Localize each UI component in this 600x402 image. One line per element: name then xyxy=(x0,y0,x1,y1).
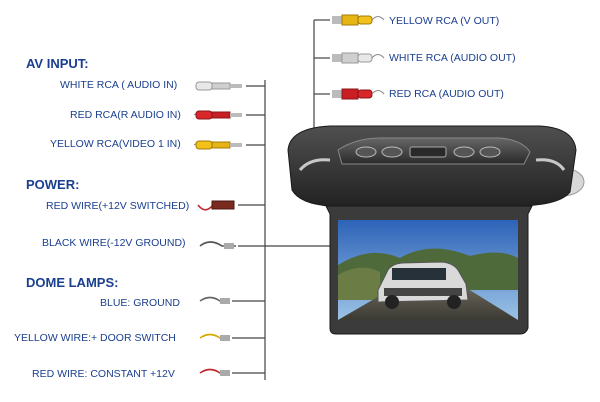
overhead-monitor xyxy=(287,125,585,335)
white-rca-audio-out-label: WHITE RCA (AUDIO OUT) xyxy=(389,52,516,64)
dome-lamps-heading: DOME LAMPS: xyxy=(26,275,119,290)
black-ground-wire xyxy=(199,241,236,249)
blue-ground-label: BLUE: GROUND xyxy=(100,297,180,309)
red-rca-connector-in xyxy=(193,110,242,120)
red-rca-audio-in-label: RED RCA(R AUDIO IN) xyxy=(70,109,181,121)
yellow-rca-v-out-label: YELLOW RCA (V OUT) xyxy=(389,15,500,27)
red-rca-connector-out xyxy=(332,88,385,100)
right-bus-wire xyxy=(313,19,330,140)
screen-image xyxy=(338,220,518,320)
yellow-door-wire xyxy=(199,333,230,341)
red-power-wire xyxy=(197,200,235,211)
yellow-rca-connector-out xyxy=(332,14,385,26)
red-wire-switched-label: RED WIRE(+12V SWITCHED) xyxy=(46,200,190,212)
red-constant-label: RED WIRE: CONSTANT +12V xyxy=(32,368,175,380)
yellow-rca-connector-in xyxy=(193,140,242,150)
white-rca-connector-in xyxy=(195,81,242,91)
white-rca-connector-out xyxy=(332,52,385,64)
yellow-rca-video-in-label: YELLOW RCA(VIDEO 1 IN) xyxy=(50,138,181,150)
power-heading: POWER: xyxy=(26,177,80,192)
left-bus-wire xyxy=(232,80,338,380)
yellow-door-switch-label: YELLOW WIRE:+ DOOR SWITCH xyxy=(14,332,176,344)
red-constant-wire xyxy=(199,368,230,376)
red-rca-audio-out-label: RED RCA (AUDIO OUT) xyxy=(389,88,504,100)
av-input-heading: AV INPUT: xyxy=(26,56,89,71)
blue-ground-wire xyxy=(199,296,230,304)
black-wire-ground-label: BLACK WIRE(-12V GROUND) xyxy=(42,237,186,249)
white-rca-audio-in-label: WHITE RCA ( AUDIO IN) xyxy=(60,79,178,91)
